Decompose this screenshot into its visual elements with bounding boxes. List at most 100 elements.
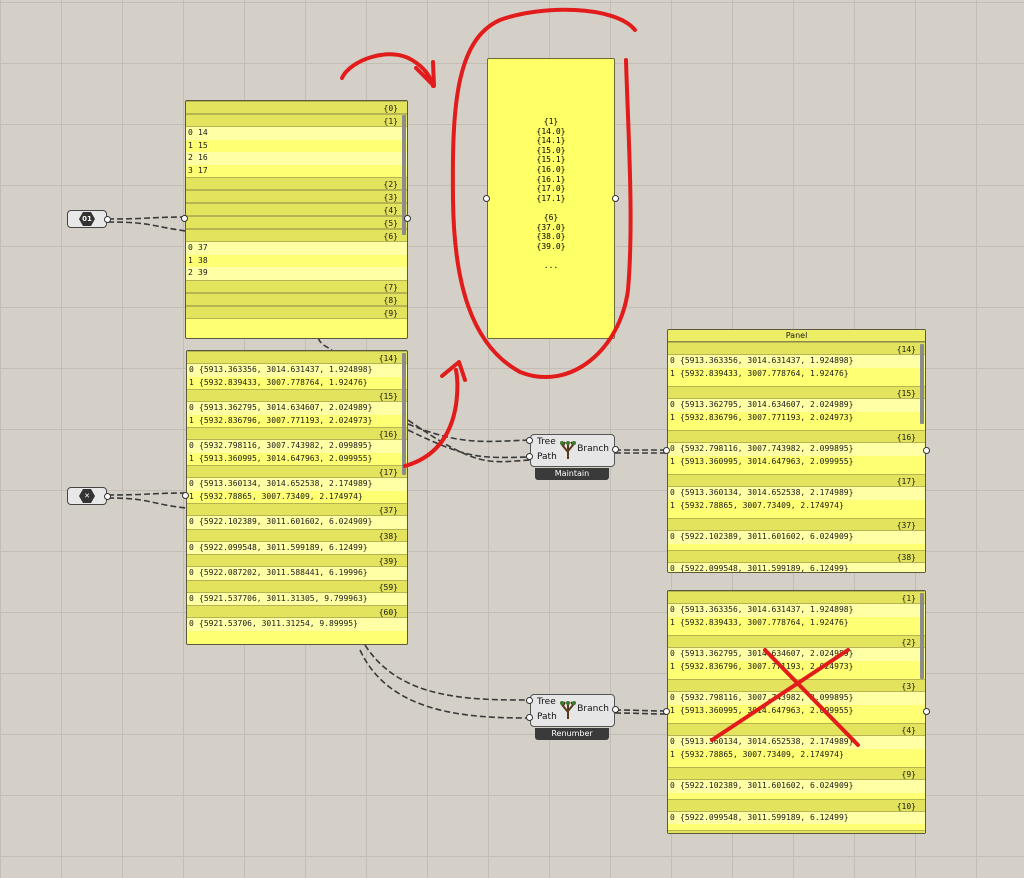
item-value: {5922.099548, 3011.599189, 6.12499} bbox=[199, 542, 368, 552]
panel-scrollbar[interactable] bbox=[402, 353, 406, 475]
list-item: 0{5932.798116, 3007.743982, 2.099895} bbox=[668, 443, 925, 456]
item-index: 0 bbox=[188, 128, 193, 137]
branch-output[interactable]: Branch bbox=[577, 704, 609, 714]
output-grip[interactable] bbox=[923, 708, 930, 715]
branch-path-header: {3} bbox=[186, 190, 407, 203]
component-label-maintain: Maintain bbox=[535, 468, 609, 480]
output-grip[interactable] bbox=[104, 493, 111, 500]
branch-path-header: {37} bbox=[668, 518, 925, 531]
list-item: 0{5913.362795, 3014.634607, 2.024989} bbox=[668, 648, 925, 661]
item-value: 16 bbox=[198, 153, 208, 162]
list-item: 1 {5913.360995, 3014.647963, 2.099955} bbox=[187, 453, 407, 466]
panel-scrollbar[interactable] bbox=[920, 344, 924, 424]
integer-param[interactable]: 01 bbox=[67, 210, 107, 228]
item-value: {5922.102389, 3011.601602, 6.024909} bbox=[680, 532, 854, 541]
input-grip[interactable] bbox=[181, 215, 188, 222]
item-value: {5922.087202, 3011.588441, 6.19996} bbox=[199, 568, 368, 577]
item-value: {5913.363356, 3014.631437, 1.924898} bbox=[680, 605, 854, 614]
item-value: {5913.360995, 3014.647963, 2.099955} bbox=[680, 705, 854, 715]
list-item: 0{5922.099548, 3011.599189, 6.12499} bbox=[668, 811, 925, 824]
list-item: 0{5913.362795, 3014.634607, 2.024989} bbox=[668, 399, 925, 412]
input-grip[interactable] bbox=[663, 708, 670, 715]
item-index: 0 bbox=[189, 568, 194, 577]
branch-output[interactable]: Branch bbox=[577, 444, 609, 454]
output-grip[interactable] bbox=[404, 215, 411, 222]
wire bbox=[614, 712, 668, 715]
list-item: 0 {5913.362795, 3014.634607, 2.024989} bbox=[187, 402, 407, 415]
item-index: 1 bbox=[189, 415, 194, 425]
output-grip[interactable] bbox=[612, 195, 619, 202]
point-param[interactable]: ✕ bbox=[67, 487, 107, 505]
branch-path-header: {11} bbox=[668, 830, 925, 833]
branch-path-header: {14} bbox=[668, 342, 925, 355]
item-index: 1 bbox=[189, 453, 194, 463]
input-grip[interactable] bbox=[526, 697, 533, 704]
tree-input[interactable]: Tree bbox=[537, 697, 556, 707]
item-index: 0 bbox=[189, 593, 194, 603]
text-line: ... bbox=[543, 260, 559, 270]
item-value: {5913.362795, 3014.634607, 2.024989} bbox=[680, 400, 854, 409]
list-item: 1{5932.836796, 3007.771193, 2.024973} bbox=[668, 412, 925, 425]
panel-point-list[interactable]: {14}0{5913.363356, 3014.631437, 1.924898… bbox=[186, 350, 408, 645]
branch-path-header: {17} bbox=[187, 465, 407, 478]
item-value: {5932.798116, 3007.743982, 2.099895} bbox=[680, 444, 854, 453]
panel-scrollbar[interactable] bbox=[402, 115, 406, 235]
branch-path-header: {15} bbox=[187, 389, 407, 402]
wire bbox=[359, 649, 532, 719]
branch-path-header: {10} bbox=[668, 798, 925, 812]
text-line: {17.1} bbox=[536, 193, 566, 203]
tree-branch-component-renumber[interactable]: Tree Path Branch bbox=[530, 694, 615, 727]
text-line: {16.1} bbox=[536, 174, 566, 184]
item-value: {5921.537706, 3011.31305, 9.799963} bbox=[199, 593, 368, 603]
input-grip[interactable] bbox=[526, 437, 533, 444]
list-item: 1{5932.839433, 3007.778764, 1.92476} bbox=[187, 377, 407, 390]
text-line: {14.1} bbox=[536, 136, 566, 146]
text-line: {15.1} bbox=[536, 155, 566, 165]
branch-path-header: {8} bbox=[186, 292, 407, 306]
list-item: 0{5913.360134, 3014.652538, 2.174989} bbox=[187, 478, 407, 491]
item-value: {5932.78865, 3007.73409, 2.174974} bbox=[680, 749, 844, 759]
output-grip[interactable] bbox=[104, 216, 111, 223]
text-line: {14.0} bbox=[536, 126, 566, 136]
item-value: 15 bbox=[198, 140, 208, 150]
panel-path-list[interactable]: {1}{14.0}{14.1}{15.0}{15.1}{16.0}{16.1}{… bbox=[487, 58, 615, 339]
panel-renumber-result[interactable]: {1}0{5913.363356, 3014.631437, 1.924898}… bbox=[667, 590, 926, 834]
item-value: {5913.360995, 3014.647963, 2.099955} bbox=[199, 453, 373, 463]
output-grip[interactable] bbox=[612, 446, 619, 453]
panel-maintain-result[interactable]: Panel {14}0{5913.363356, 3014.631437, 1.… bbox=[667, 329, 926, 573]
item-value: {5932.78865, 3007.73409, 2.174974} bbox=[199, 491, 363, 501]
list-item: 0{5922.102389, 3011.601602, 6.024909} bbox=[668, 780, 925, 793]
panel-scrollbar[interactable] bbox=[920, 593, 924, 679]
branch-path-header: {1} bbox=[668, 591, 925, 604]
branch-path-header: {2} bbox=[186, 177, 407, 190]
wire bbox=[407, 419, 532, 463]
input-grip[interactable] bbox=[526, 453, 533, 460]
input-grip[interactable] bbox=[526, 714, 533, 721]
input-grip[interactable] bbox=[663, 447, 670, 454]
input-grip[interactable] bbox=[483, 195, 490, 202]
item-value: {5913.360134, 3014.652538, 2.174989} bbox=[680, 488, 854, 497]
item-value: {5922.099548, 3011.599189, 6.12499} bbox=[680, 812, 849, 822]
path-input[interactable]: Path bbox=[537, 712, 557, 722]
item-value: {5932.836796, 3007.771193, 2.024973} bbox=[680, 412, 854, 422]
tree-branch-component-maintain[interactable]: Tree Path Branch bbox=[530, 434, 615, 467]
item-value: {5913.363356, 3014.631437, 1.924898} bbox=[680, 356, 854, 365]
tree-input[interactable]: Tree bbox=[537, 437, 556, 447]
component-label-renumber: Renumber bbox=[535, 728, 609, 740]
output-grip[interactable] bbox=[923, 447, 930, 454]
item-index: 0 bbox=[189, 403, 194, 412]
branch-path-header: {15} bbox=[668, 386, 925, 399]
item-index: 1 bbox=[188, 140, 193, 150]
output-grip[interactable] bbox=[612, 706, 619, 713]
item-index: 0 bbox=[189, 542, 194, 552]
item-value: {5913.363356, 3014.631437, 1.924898} bbox=[199, 365, 373, 374]
input-grip[interactable] bbox=[182, 492, 189, 499]
branch-path-header: {4} bbox=[186, 203, 407, 216]
path-input[interactable]: Path bbox=[537, 452, 557, 462]
item-value: {5913.362795, 3014.634607, 2.024989} bbox=[199, 403, 373, 412]
item-index: 0 bbox=[670, 563, 675, 573]
item-index: 0 bbox=[670, 532, 675, 541]
